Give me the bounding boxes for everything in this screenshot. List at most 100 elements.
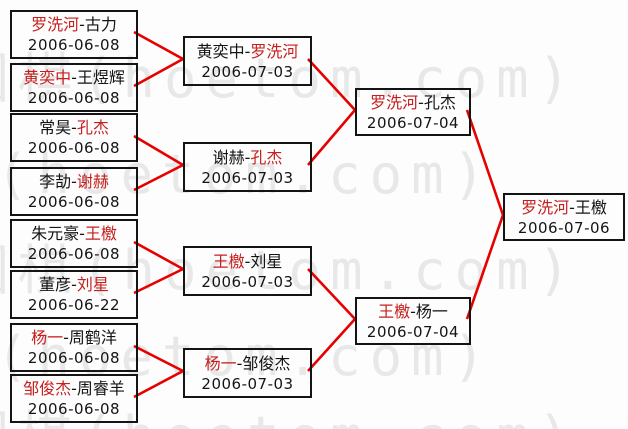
vs-dash: - <box>410 301 416 321</box>
match-date: 2006-07-04 <box>366 113 460 132</box>
match-box-round1-2: 黄奕中-王煜辉 2006-06-08 <box>10 63 138 112</box>
match-box-semifinal-1: 罗洗河-孔杰 2006-07-04 <box>355 88 471 136</box>
match-players: 邹俊杰-周睿羊 <box>23 378 125 399</box>
match-players: 杨一-周鹤洋 <box>31 327 117 348</box>
match-date: 2006-07-03 <box>201 374 294 393</box>
vs-dash: - <box>569 197 575 217</box>
connector-line <box>307 318 356 372</box>
vs-dash: - <box>71 275 77 294</box>
match-date: 2006-06-08 <box>27 245 121 263</box>
match-box-round2-4: 杨一-邹俊杰 2006-07-03 <box>183 348 312 398</box>
player-name: 王檄 <box>84 224 117 243</box>
connector-line <box>465 214 505 320</box>
connector-line <box>307 268 356 320</box>
player-name: 孔杰 <box>76 118 109 137</box>
match-players: 朱元豪-王檄 <box>31 223 117 244</box>
match-box-round2-1: 黄奕中-罗洗河 2006-07-03 <box>183 36 312 86</box>
player-name: 孔杰 <box>250 147 283 167</box>
match-date: 2006-06-08 <box>27 89 121 107</box>
player-name: 谢赫 <box>76 172 109 191</box>
match-date: 2006-07-04 <box>366 322 460 341</box>
vs-dash: - <box>63 328 69 347</box>
match-date: 2006-06-08 <box>27 400 121 418</box>
player-name: 罗洗河 <box>250 41 299 61</box>
match-players: 董彦-刘星 <box>39 274 109 295</box>
match-box-round2-3: 王檄-刘星 2006-07-03 <box>183 246 312 296</box>
connector-line <box>133 163 184 192</box>
match-box-round1-7: 杨一-周鹤洋 2006-06-08 <box>10 323 138 372</box>
player-name: 王檄 <box>574 197 607 217</box>
player-name: 常昊 <box>39 118 72 137</box>
match-box-round1-3: 常昊-孔杰 2006-06-08 <box>10 113 138 162</box>
player-name: 罗洗河 <box>31 15 80 34</box>
player-name: 杨一 <box>415 301 448 321</box>
connector-line <box>133 240 184 271</box>
match-players: 罗洗河-王檄 <box>521 197 607 218</box>
player-name: 邹俊杰 <box>23 379 72 398</box>
player-name: 杨一 <box>204 353 237 373</box>
player-name: 王煜辉 <box>76 68 125 87</box>
connector-line <box>133 267 184 295</box>
vs-dash: - <box>71 118 77 137</box>
player-name: 周鹤洋 <box>68 328 117 347</box>
vs-dash: - <box>71 172 77 191</box>
watermark-text: 围棋(hoetom.com) <box>0 143 495 206</box>
player-name: 刘星 <box>250 251 283 271</box>
match-box-round1-6: 董彦-刘星 2006-06-22 <box>10 270 138 319</box>
connector-line <box>465 109 505 216</box>
watermark-text: 围棋(hoetom.com) <box>0 392 579 429</box>
match-players: 杨一-邹俊杰 <box>205 353 291 374</box>
match-players: 常昊-孔杰 <box>39 117 109 138</box>
player-name: 罗洗河 <box>521 197 570 217</box>
player-name: 王檄 <box>378 301 411 321</box>
connector-line <box>133 369 184 399</box>
player-name: 李劼 <box>39 172 72 191</box>
match-players: 李劼-谢赫 <box>39 171 109 192</box>
match-players: 黄奕中-罗洗河 <box>197 41 299 62</box>
connector-line <box>133 134 184 167</box>
connector-line <box>307 58 356 111</box>
player-name: 王檄 <box>212 251 245 271</box>
match-players: 黄奕中-王煜辉 <box>23 67 125 88</box>
player-name: 谢赫 <box>212 147 245 167</box>
match-players: 王檄-杨一 <box>378 301 448 322</box>
connector-line <box>133 57 184 88</box>
vs-dash: - <box>71 379 77 398</box>
player-name: 黄奕中 <box>196 41 245 61</box>
vs-dash: - <box>79 224 85 243</box>
match-players: 王檄-刘星 <box>213 251 283 272</box>
player-name: 黄奕中 <box>23 68 72 87</box>
vs-dash: - <box>244 147 251 167</box>
vs-dash: - <box>244 251 251 271</box>
player-name: 朱元豪 <box>31 224 80 243</box>
match-box-final: 罗洗河-王檄 2006-07-06 <box>503 193 625 241</box>
match-players: 谢赫-孔杰 <box>213 147 283 168</box>
vs-dash: - <box>71 68 77 87</box>
vs-dash: - <box>418 92 424 112</box>
watermark-text: 围棋(hoetom.com) <box>0 325 495 388</box>
player-name: 邹俊杰 <box>242 353 291 373</box>
player-name: 刘星 <box>76 275 109 294</box>
connector-line <box>133 30 184 61</box>
match-date: 2006-06-08 <box>27 193 121 211</box>
match-date: 2006-07-03 <box>201 168 294 187</box>
match-box-round1-1: 罗洗河-古力 2006-06-08 <box>10 10 138 59</box>
match-date: 2006-06-08 <box>27 139 121 157</box>
vs-dash: - <box>244 41 251 61</box>
match-box-round1-8: 邹俊杰-周睿羊 2006-06-08 <box>10 374 138 423</box>
player-name: 董彦 <box>39 275 72 294</box>
match-players: 罗洗河-古力 <box>31 14 117 35</box>
connector-line <box>307 109 356 166</box>
match-date: 2006-06-08 <box>27 349 121 367</box>
player-name: 杨一 <box>31 328 64 347</box>
vs-dash: - <box>79 15 85 34</box>
match-box-round2-2: 谢赫-孔杰 2006-07-03 <box>183 142 312 192</box>
player-name: 周睿羊 <box>76 379 125 398</box>
match-players: 罗洗河-孔杰 <box>370 92 456 113</box>
player-name: 孔杰 <box>423 92 456 112</box>
player-name: 罗洗河 <box>370 92 419 112</box>
connector-line <box>133 344 184 373</box>
match-box-semifinal-2: 王檄-杨一 2006-07-04 <box>355 297 471 345</box>
